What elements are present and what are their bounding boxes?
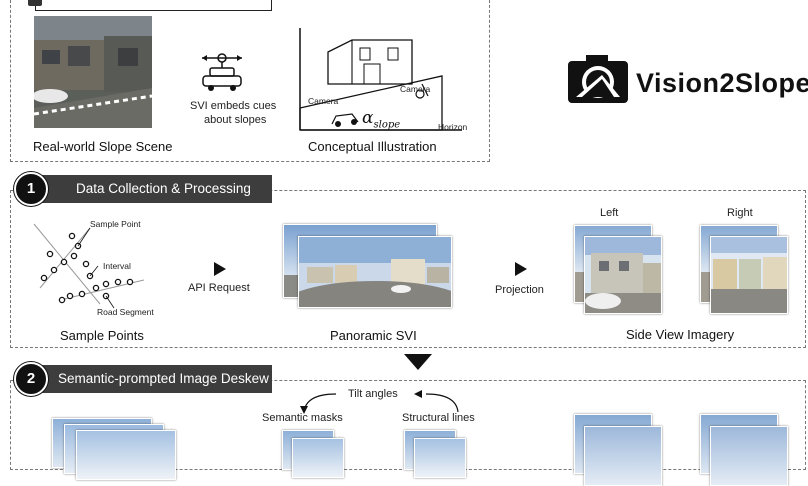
svi-caption-line1: SVI embeds cues xyxy=(190,100,277,112)
left-photo-front xyxy=(584,236,662,314)
step2-title: Semantic-prompted Image Deskew xyxy=(58,371,269,386)
car-camera-icon xyxy=(202,53,242,91)
svi-caption-line2: about slopes xyxy=(204,114,267,126)
projection-label: Projection xyxy=(495,284,544,296)
camera-label-1: Camera xyxy=(308,96,339,106)
step1-banner: Data Collection & Processing xyxy=(20,175,272,203)
api-request-label: API Request xyxy=(188,282,250,294)
step2-banner: Semantic-prompted Image Deskew xyxy=(20,365,272,393)
arrow-icon xyxy=(515,262,527,276)
side-view-label: Side View Imagery xyxy=(626,327,735,342)
sample-points-diagram xyxy=(33,223,145,309)
arrow-icon xyxy=(214,262,226,276)
real-world-slope-photo xyxy=(34,16,152,128)
step2-badge: 2 xyxy=(14,362,48,396)
step1-badge: 1 xyxy=(14,172,48,206)
tilt-arrows xyxy=(300,390,459,414)
step1-title: Data Collection & Processing xyxy=(76,181,251,196)
real-world-label: Real-world Slope Scene xyxy=(33,139,173,154)
deskew-output-right-2 xyxy=(710,426,788,486)
top-title-box xyxy=(35,0,272,11)
alpha-slope-label: αslope xyxy=(362,108,400,130)
conceptual-label: Conceptual Illustration xyxy=(308,139,437,154)
right-label: Right xyxy=(727,207,753,219)
panoramic-label: Panoramic SVI xyxy=(330,328,417,343)
semantic-mask-photo-2 xyxy=(292,438,344,478)
horizon-label: Horizon xyxy=(438,122,468,132)
camera-logo-icon xyxy=(568,55,628,103)
alpha-symbol: α xyxy=(362,108,374,128)
step1-box xyxy=(10,190,806,348)
logo-text: Vision2Slope xyxy=(636,68,808,98)
conceptual-illustration xyxy=(299,28,462,131)
deskew-output-left-2 xyxy=(584,426,662,486)
alpha-subscript: slope xyxy=(373,119,401,131)
panorama-photo-front xyxy=(298,236,452,308)
top-section-box xyxy=(10,0,490,162)
down-arrow-icon xyxy=(404,354,432,370)
road-segment-label: Road Segment xyxy=(97,307,154,317)
sample-points-label: Sample Points xyxy=(60,328,144,343)
camera-label-2: Camera xyxy=(400,84,431,94)
top-icon xyxy=(28,0,42,6)
deskew-input-photo-3 xyxy=(76,430,176,480)
interval-label: Interval xyxy=(103,261,131,271)
semantic-masks-label: Semantic masks xyxy=(262,412,343,424)
sample-point-label: Sample Point xyxy=(90,219,141,229)
structural-line-photo-2 xyxy=(414,438,466,478)
tilt-angles-label: Tilt angles xyxy=(348,388,398,400)
structural-lines-label: Structural lines xyxy=(402,412,475,424)
right-photo-front xyxy=(710,236,788,314)
left-label: Left xyxy=(600,207,619,219)
